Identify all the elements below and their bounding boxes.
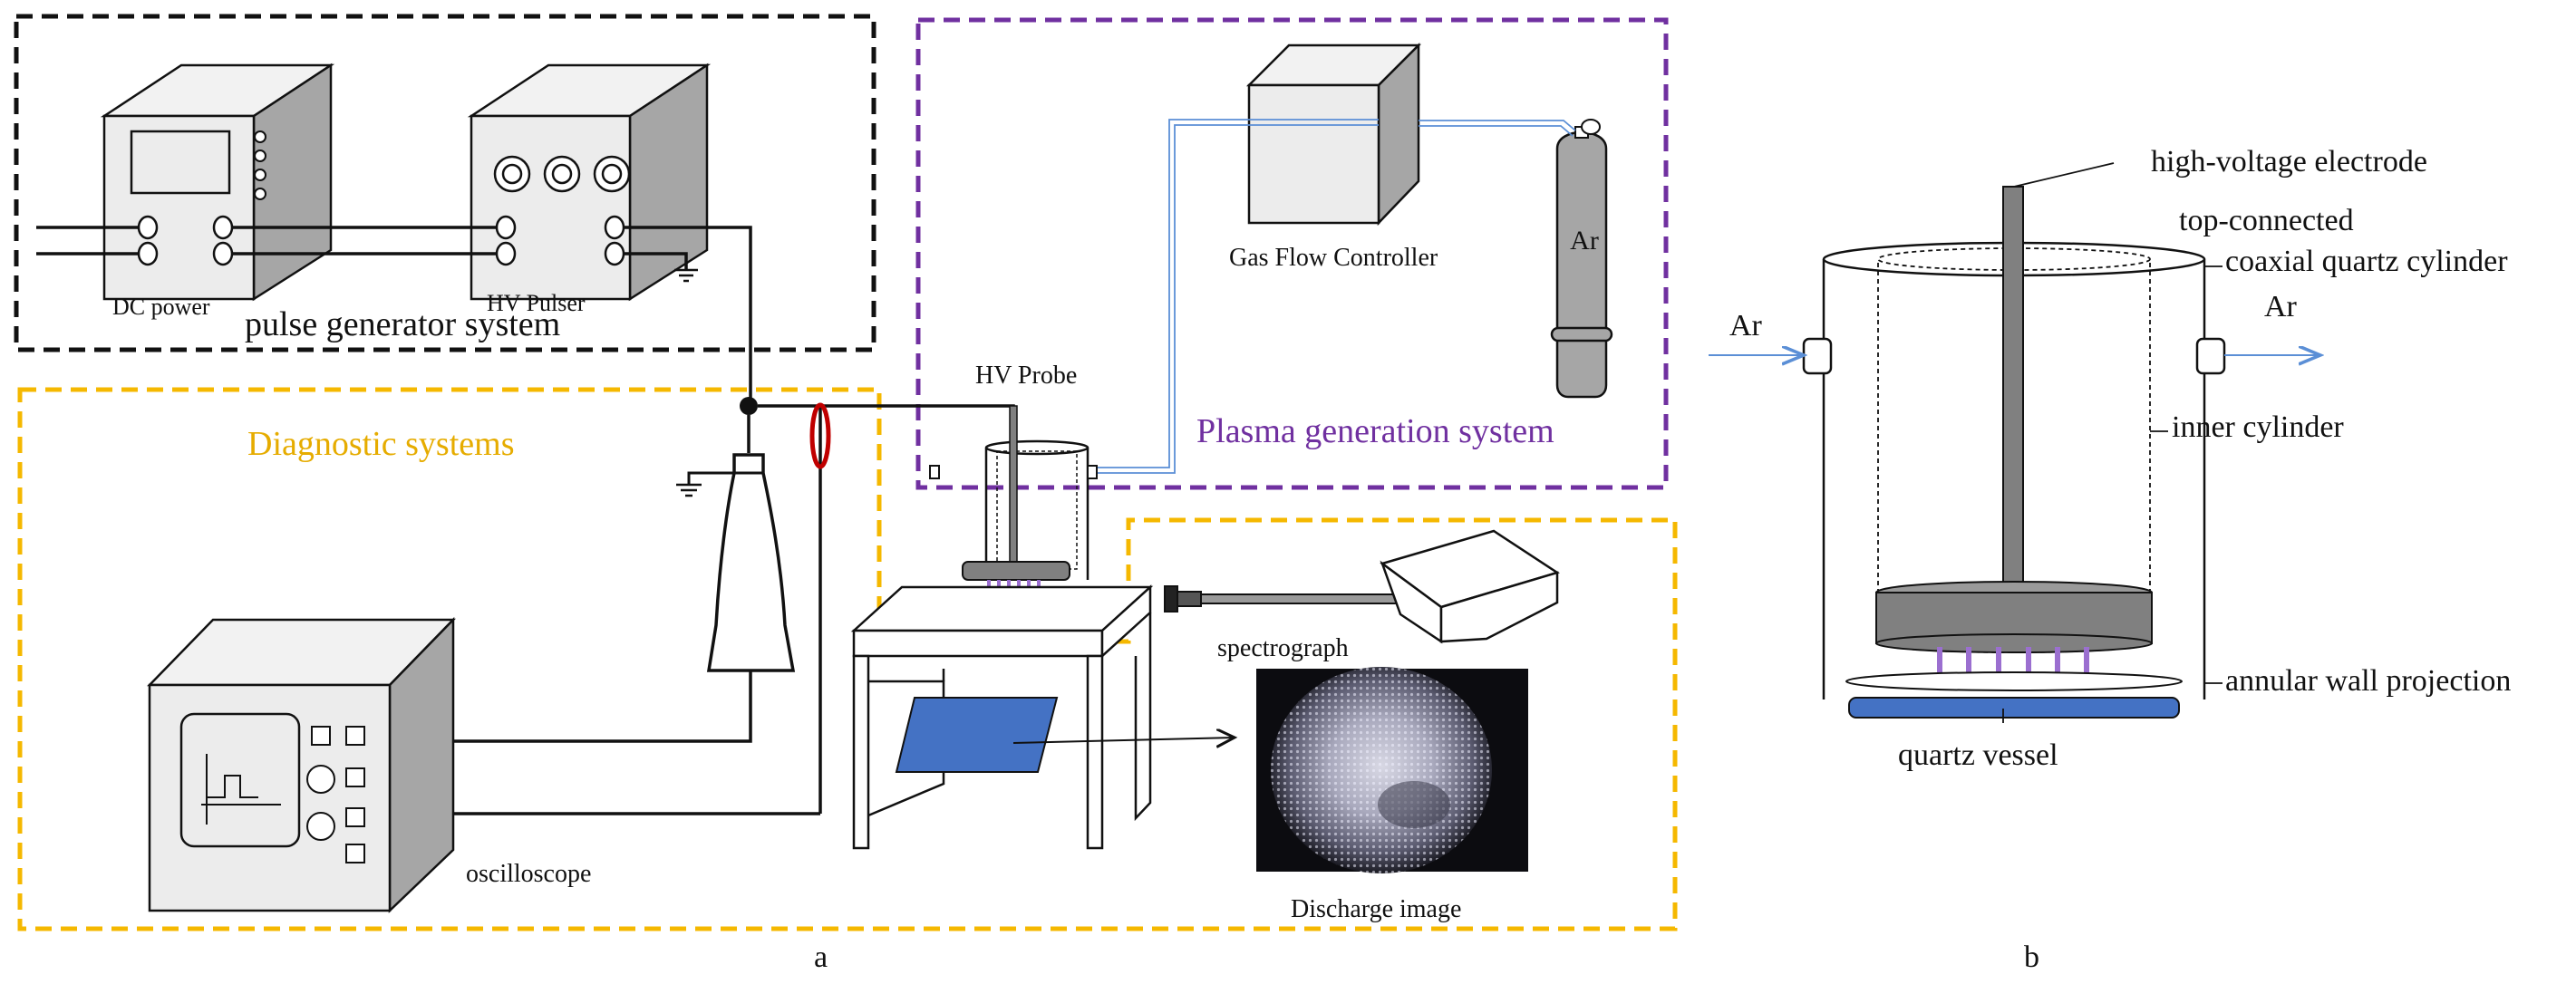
- plasma-generation-system-boundary: [915, 17, 1669, 490]
- hv-pulser: [467, 63, 712, 302]
- gas-flow-controller-label: Gas Flow Controller: [1229, 244, 1438, 272]
- panel-b-label: b: [2024, 941, 2039, 974]
- gas-flow-controller: [1245, 42, 1422, 227]
- reactor-detail: [1802, 186, 2226, 719]
- quartz-vessel-label: quartz vessel: [1898, 738, 2058, 772]
- coaxial-quartz-cylinder-label: coaxial quartz cylinder: [2225, 245, 2508, 278]
- oscilloscope-label: oscilloscope: [466, 860, 592, 888]
- dc-power-supply: [100, 63, 335, 302]
- plasma-generation-system-label: Plasma generation system: [1196, 412, 1554, 450]
- ar-outlet-label: Ar: [2264, 290, 2297, 323]
- sample-table: [850, 584, 1154, 850]
- inner-cylinder-label: inner cylinder: [2172, 410, 2344, 444]
- discharge-image: [1256, 667, 1528, 873]
- wire-junction: [740, 397, 758, 415]
- oscilloscope-device: [147, 616, 456, 913]
- pulse-generator-system-boundary: [14, 14, 876, 352]
- diagnostic-systems-label: Diagnostic systems: [247, 425, 515, 463]
- top-connected-label: top-connected: [2179, 204, 2354, 237]
- imaging-arrow: [1012, 738, 1235, 743]
- pulse-generator-system-label: pulse generator system: [245, 305, 561, 343]
- argon-cylinder: [1550, 119, 1613, 399]
- hv-probe-device: [410, 453, 796, 743]
- reactor-small: [929, 405, 1098, 613]
- spectrograph-device: [1164, 529, 1560, 644]
- argon-cylinder-label: Ar: [1570, 226, 1599, 256]
- annular-wall-projection-label: annular wall projection: [2225, 664, 2512, 698]
- blue-plate: [895, 697, 1059, 773]
- leader-lines: [2002, 162, 2223, 723]
- gas-lines: [1095, 119, 1576, 474]
- hv-pulser-label: HV Pulser: [487, 290, 586, 316]
- ground-symbol-pulser: [674, 268, 698, 283]
- spectrograph-label: spectrograph: [1217, 634, 1349, 662]
- dc-power-label: DC power: [112, 294, 210, 320]
- pulse-wiring: [36, 226, 752, 406]
- hv-probe-label: HV Probe: [975, 362, 1078, 390]
- high-voltage-electrode-label: high-voltage electrode: [2151, 145, 2427, 178]
- discharge-image-label: Discharge image: [1291, 895, 1462, 923]
- ar-inlet-label: Ar: [1729, 309, 1762, 342]
- diagnostic-systems-boundary: [17, 387, 1678, 931]
- current-probe: [410, 402, 831, 815]
- panel-a-label: a: [814, 941, 828, 974]
